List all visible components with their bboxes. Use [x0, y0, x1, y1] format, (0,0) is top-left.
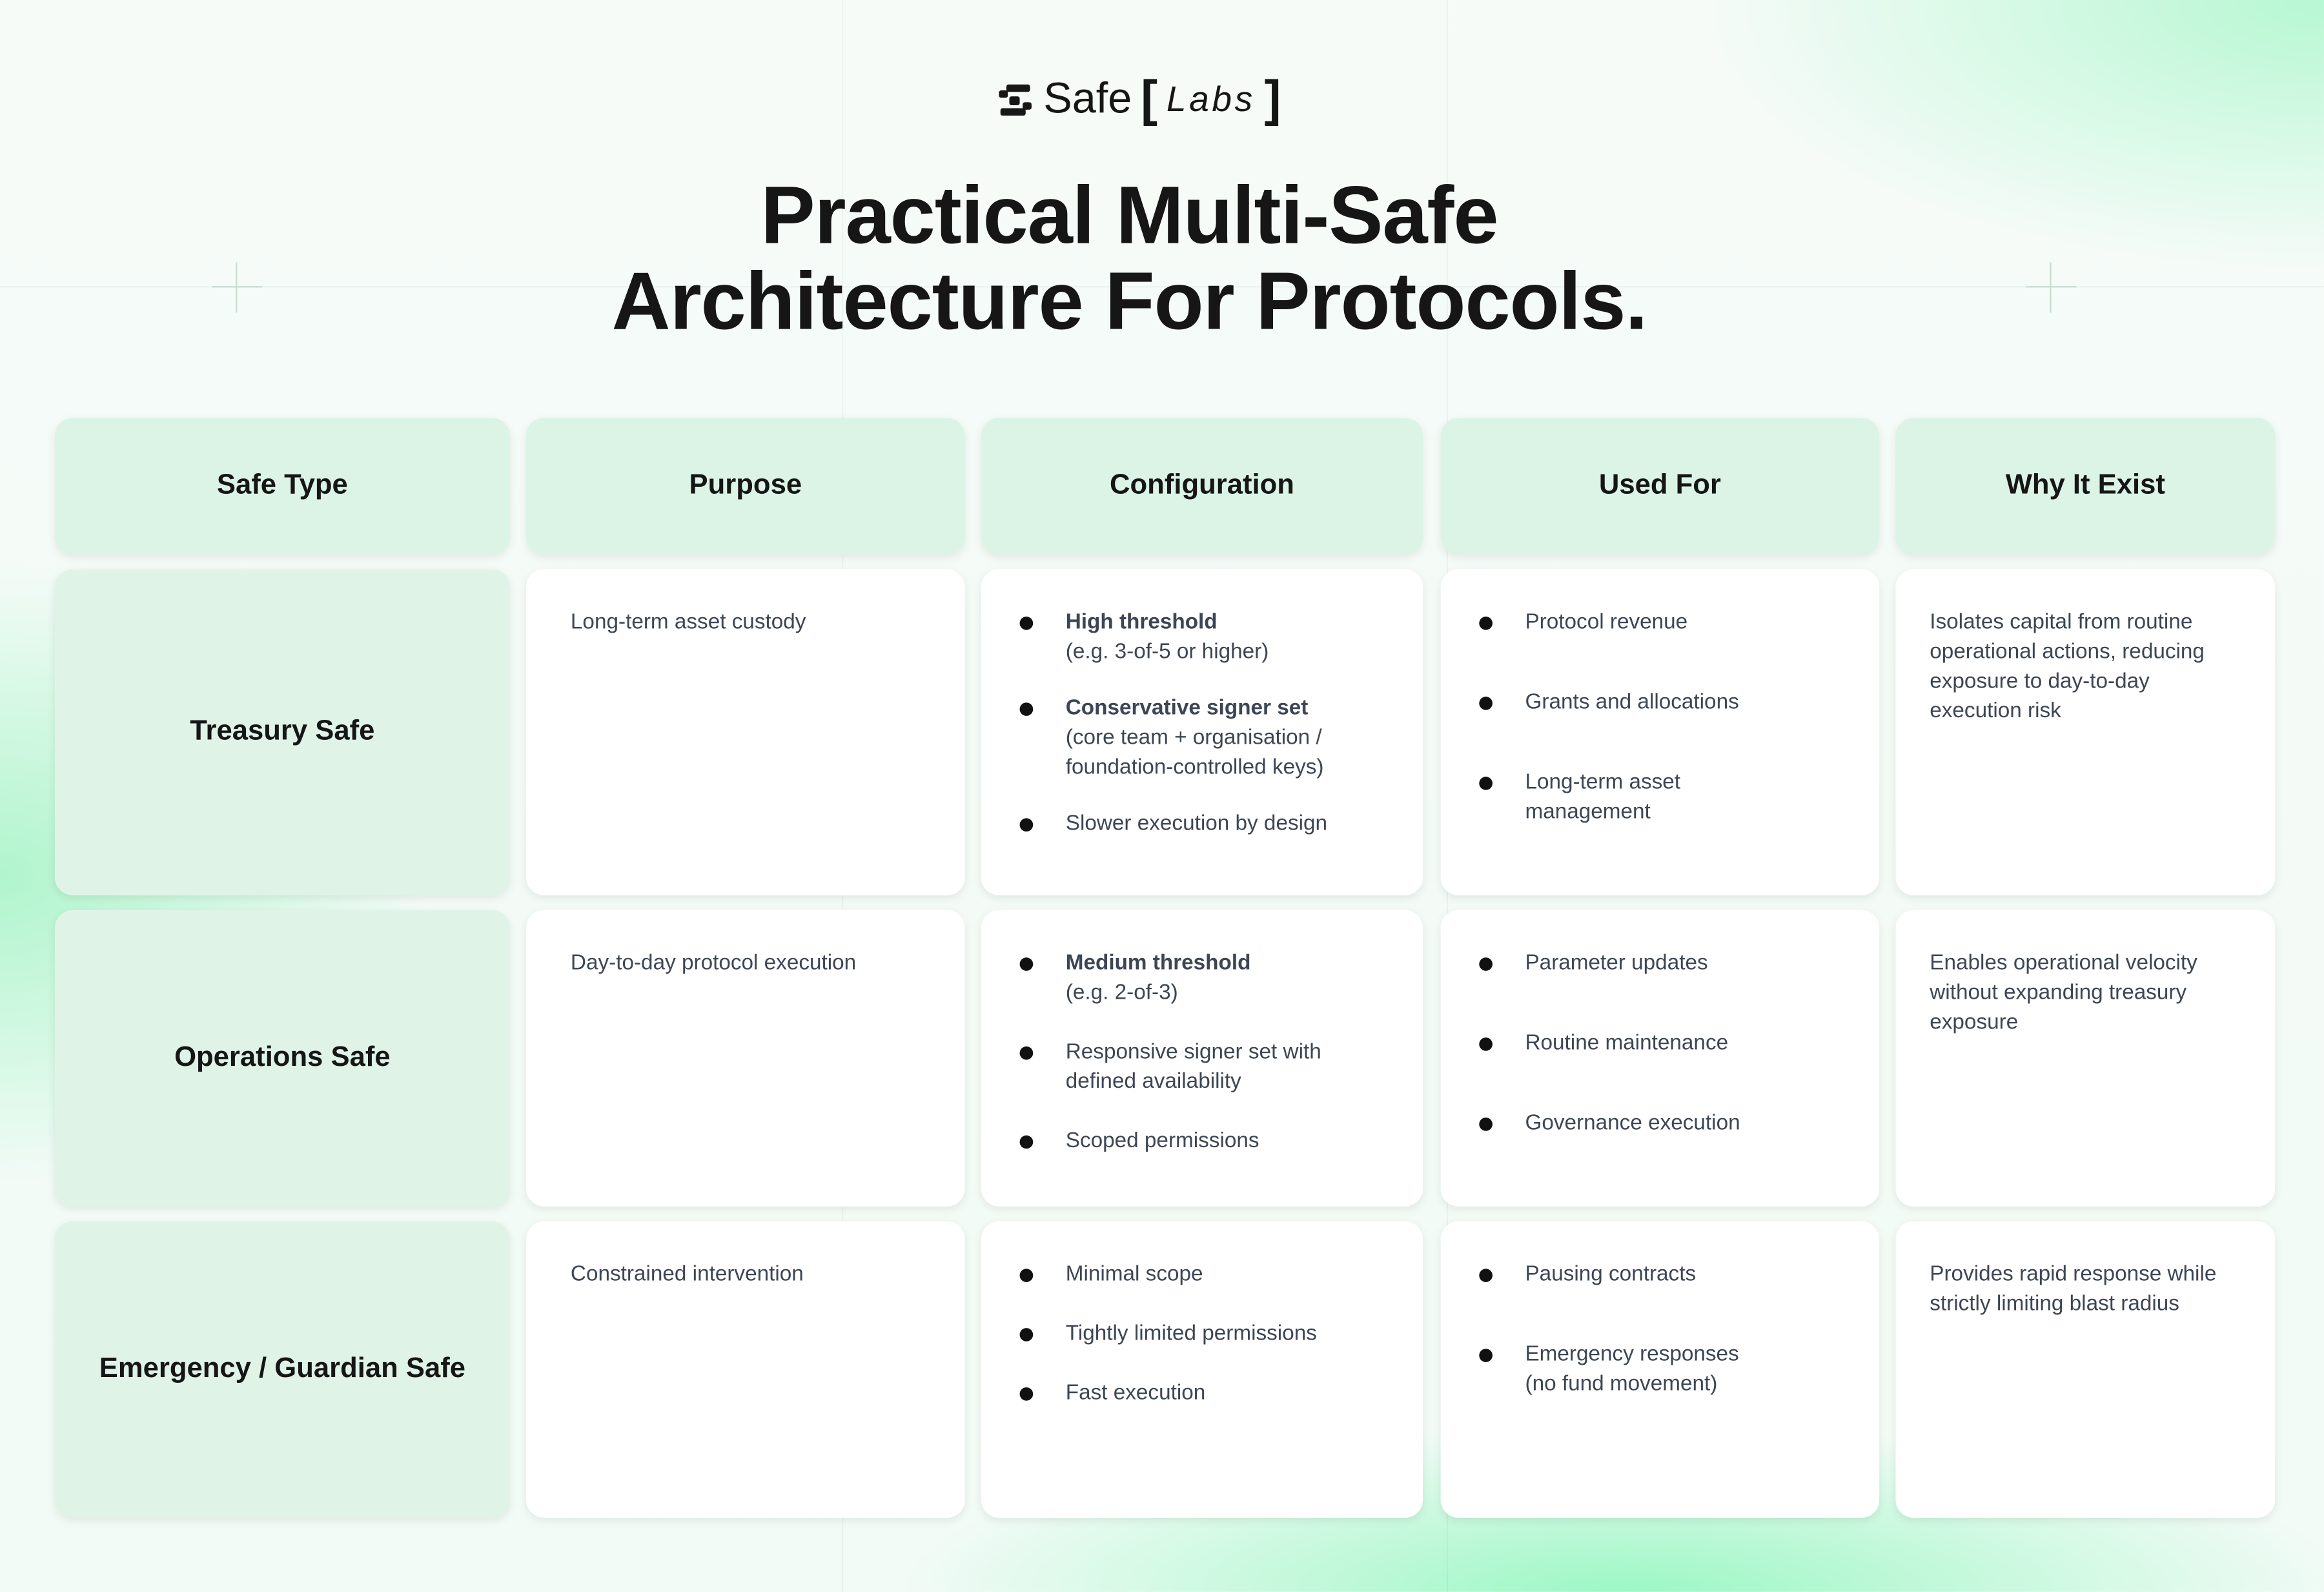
used-for-item: Emergency responses (no fund movement)	[1479, 1340, 1760, 1399]
configuration-item: Medium threshold (e.g. 2-of-3)	[1019, 948, 1349, 1008]
row-safe-type: Operations Safe	[54, 910, 510, 1207]
header-label: Purpose	[689, 469, 802, 502]
plus-decoration	[212, 262, 263, 313]
item-text: Protocol revenue	[1525, 610, 1688, 635]
safe-type-label: Treasury Safe	[190, 715, 375, 748]
header-label: Configuration	[1110, 469, 1294, 502]
configuration-cell: High threshold (e.g. 3-of-5 or higher) Con…	[981, 569, 1423, 895]
item-text: Emergency responses (no fund movement)	[1525, 1343, 1739, 1396]
header-why-it-exist: Why It Exist	[1895, 418, 2276, 555]
configuration-item: Conservative signer set (core team + orga…	[1019, 693, 1349, 782]
item-bold: High threshold	[1065, 610, 1218, 635]
purpose-cell: Long-term asset custody	[526, 569, 965, 895]
safe-labs-logo: Safe[Labs]	[996, 71, 1281, 129]
why-text: Isolates capital from routine operationa…	[1930, 610, 2205, 724]
configuration-item: Slower execution by design	[1019, 810, 1349, 839]
purpose-text: Constrained intervention	[570, 1263, 804, 1287]
safe-logo-icon	[999, 83, 1032, 115]
configuration-item: Responsive signer set with defined avail…	[1019, 1037, 1349, 1097]
safe-type-label: Operations Safe	[174, 1042, 391, 1074]
header-label: Safe Type	[216, 469, 348, 502]
item-text: Slower execution by design	[1065, 812, 1328, 836]
item-bold: Medium threshold	[1065, 951, 1251, 975]
safe-type-label: Emergency / Guardian Safe	[99, 1353, 466, 1385]
item-text: (core team + organisation / foundation-c…	[1065, 726, 1324, 780]
configuration-cell: Medium threshold (e.g. 2-of-3) Responsive …	[981, 910, 1423, 1207]
item-text: Fast execution	[1065, 1381, 1206, 1405]
item-text: Routine maintenance	[1525, 1031, 1729, 1056]
used-for-item: Long-term asset management	[1479, 768, 1760, 827]
item-text: Tightly limited permissions	[1065, 1322, 1317, 1346]
item-text: Pausing contracts	[1525, 1263, 1697, 1287]
header-used-for: Used For	[1440, 418, 1880, 555]
used-for-item: Protocol revenue	[1479, 607, 1760, 637]
logo-suffix: Labs	[1166, 79, 1256, 119]
why-cell: Isolates capital from routine operationa…	[1895, 569, 2276, 895]
header-purpose: Purpose	[526, 418, 965, 555]
configuration-list: High threshold (e.g. 3-of-5 or higher) Con…	[1019, 607, 1349, 839]
configuration-item: Fast execution	[1019, 1378, 1349, 1408]
header-safe-type: Safe Type	[54, 418, 510, 555]
plus-decoration	[2026, 262, 2077, 313]
used-for-item: Governance execution	[1479, 1108, 1760, 1138]
item-text: Governance execution	[1525, 1111, 1740, 1136]
item-bold: Conservative signer set	[1065, 697, 1309, 720]
configuration-item: Tightly limited permissions	[1019, 1319, 1349, 1349]
item-text: Responsive signer set with defined avail…	[1065, 1040, 1321, 1094]
purpose-text: Long-term asset custody	[570, 610, 806, 635]
why-text: Provides rapid response while strictly l…	[1930, 1263, 2217, 1316]
item-text: Scoped permissions	[1065, 1129, 1259, 1154]
why-cell: Provides rapid response while strictly l…	[1895, 1221, 2276, 1518]
bracket-close: ]	[1264, 71, 1281, 128]
why-text: Enables operational velocity without exp…	[1930, 951, 2197, 1035]
configuration-item: High threshold (e.g. 3-of-5 or higher)	[1019, 607, 1349, 667]
title-line-1: Practical Multi-Safe	[760, 168, 1498, 261]
item-text: Parameter updates	[1525, 951, 1708, 975]
purpose-text: Day-to-day protocol execution	[570, 951, 857, 975]
purpose-cell: Day-to-day protocol execution	[526, 910, 965, 1207]
why-cell: Enables operational velocity without exp…	[1895, 910, 2276, 1207]
configuration-item: Minimal scope	[1019, 1260, 1349, 1290]
configuration-list: Medium threshold (e.g. 2-of-3) Responsive …	[1019, 948, 1349, 1156]
logo-name: Safe	[1043, 76, 1132, 123]
row-safe-type: Treasury Safe	[54, 569, 510, 895]
bracket-open: [	[1141, 71, 1158, 128]
item-text: Long-term asset management	[1525, 770, 1681, 824]
item-text: (e.g. 2-of-3)	[1065, 981, 1178, 1005]
header-label: Used For	[1598, 469, 1721, 502]
title-line-2: Architecture For Protocols.	[611, 254, 1648, 347]
header-label: Why It Exist	[2005, 469, 2165, 502]
configuration-item: Scoped permissions	[1019, 1127, 1349, 1156]
item-text: (e.g. 3-of-5 or higher)	[1065, 640, 1269, 664]
used-for-item: Pausing contracts	[1479, 1260, 1760, 1290]
used-for-item: Parameter updates	[1479, 948, 1760, 978]
purpose-cell: Constrained intervention	[526, 1221, 965, 1518]
used-for-item: Routine maintenance	[1479, 1028, 1760, 1058]
used-for-item: Grants and allocations	[1479, 688, 1760, 717]
item-text: Grants and allocations	[1525, 690, 1739, 715]
row-safe-type: Emergency / Guardian Safe	[54, 1221, 510, 1518]
header-configuration: Configuration	[981, 418, 1423, 555]
item-text: Minimal scope	[1065, 1263, 1203, 1287]
